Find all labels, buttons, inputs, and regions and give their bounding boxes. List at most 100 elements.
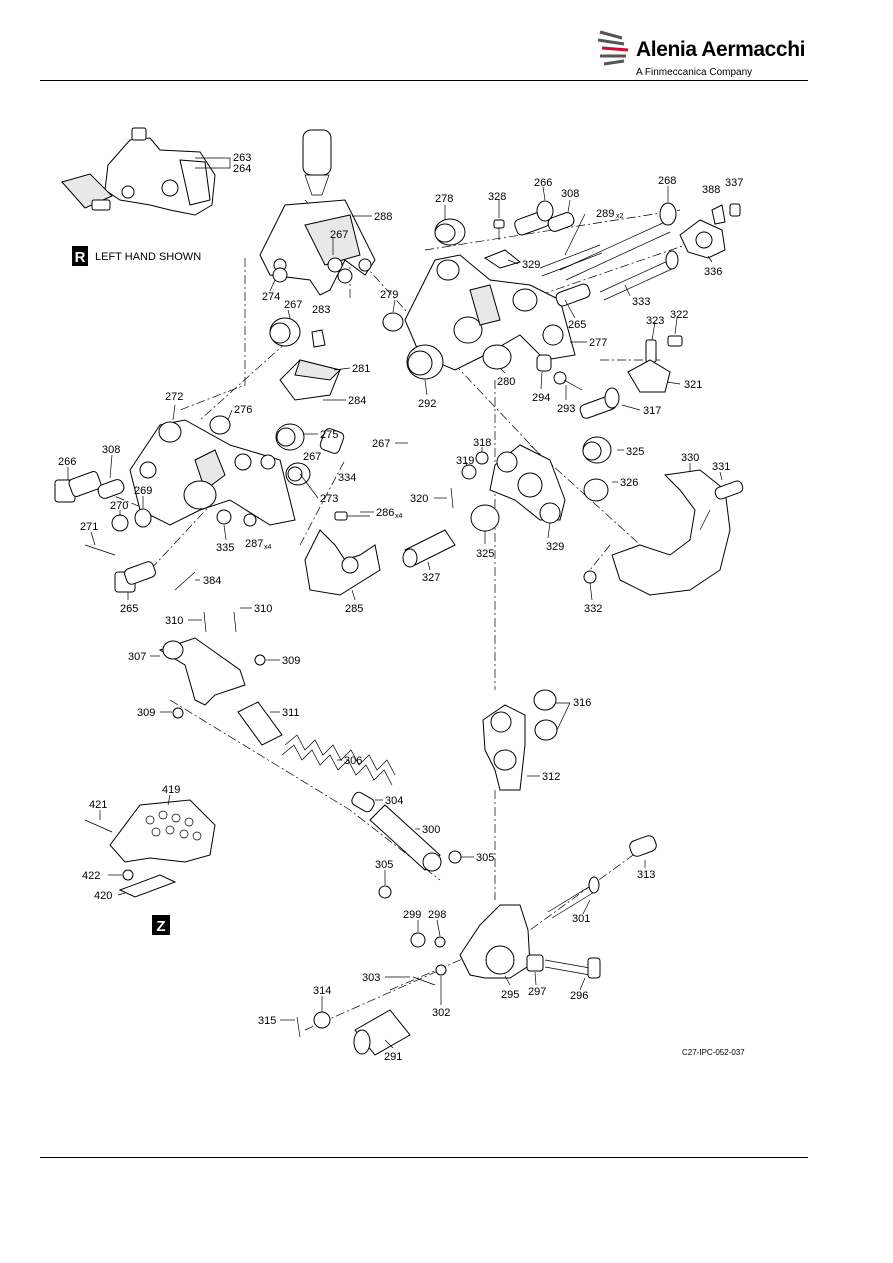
washer-309-left [172,707,184,719]
alenia-swoosh-logo-icon [597,30,629,66]
callout-286-qty: x4 [395,513,403,520]
pin-421 [84,819,113,833]
inset-assembly-263 [61,127,216,216]
callout-299: 299 [403,909,421,921]
callout-270: 270 [110,500,128,512]
callout-263: 263 [233,152,251,164]
callout-421: 421 [89,799,107,811]
callout-264: 264 [233,163,251,175]
callout-384: 384 [203,575,221,587]
callout-273: 273 [320,493,338,505]
callout-334: 334 [338,472,356,484]
badge-z-text: Z [156,918,165,935]
nut-422 [122,869,134,881]
callout-329-mid: 329 [546,541,564,553]
callout-271: 271 [80,521,98,533]
callout-318: 318 [473,437,491,449]
spacer-327 [402,529,456,568]
callout-332: 332 [584,603,602,615]
callout-420: 420 [94,890,112,902]
callout-267-bushing: 267 [284,299,302,311]
leader-lines [67,157,723,1049]
pin-334 [319,428,345,454]
note-left-hand-shown: R LEFT HAND SHOWN [72,246,201,266]
callout-287: 287 [245,538,263,550]
bushing-280 [482,344,512,370]
callout-288: 288 [374,211,392,223]
bracket-288 [259,129,376,296]
callout-labels: 263 264 288 267 274 267 283 281 284 272 … [58,152,743,1063]
washer-314 [313,1011,331,1029]
callout-265-right: 265 [568,319,586,331]
callout-297: 297 [528,986,546,998]
washer-302 [435,964,447,976]
left-hand-shown-text: LEFT HAND SHOWN [95,251,201,263]
bolt-293 [553,371,583,391]
shaft-268 [559,202,677,281]
rod-300 [369,804,442,872]
bushing-279 [382,312,404,332]
bushing-267 [269,317,301,347]
callout-317: 317 [643,405,661,417]
callout-388: 388 [702,184,720,196]
callout-268: 268 [658,175,676,187]
bolt-301 [547,876,600,919]
cotter-271 [84,544,116,556]
callout-280: 280 [497,376,515,388]
callout-293: 293 [557,403,575,415]
nut-270 [111,514,129,532]
bracket-294 [536,354,552,372]
bolt-289 [539,244,603,277]
callout-277: 277 [589,337,607,349]
company-logo: Alenia Aermacchi A Finmeccanica Company [596,22,805,82]
callout-316: 316 [573,697,591,709]
clip-283 [311,329,326,348]
inset-cover-419 [109,799,216,863]
callout-313: 313 [637,869,655,881]
nut-305-right [448,850,462,864]
gear-267-lower [260,454,276,470]
note-view-z: Z [152,915,170,935]
cover-336 [679,219,726,259]
bushing-313 [629,835,657,857]
wedge-281 [279,359,341,401]
lever-312 [482,704,526,791]
housing-272 [129,419,296,526]
bolt-266-left [54,471,102,503]
cotter-310-right [233,611,237,633]
callout-267-lower: 267 [303,451,321,463]
callout-289: 289 [596,208,614,220]
callout-330: 330 [681,452,699,464]
badge-r [72,246,88,266]
plate-329-top [483,249,522,269]
callout-308-right: 308 [561,188,579,200]
callout-298: 298 [428,909,446,921]
callout-309-left: 309 [137,707,155,719]
bushing-273 [285,462,311,486]
callout-336: 336 [704,266,722,278]
callout-269: 269 [134,485,152,497]
callout-283: 283 [312,304,330,316]
callout-307: 307 [128,651,146,663]
callout-285: 285 [345,603,363,615]
callout-289-qty: x2 [616,213,624,220]
washer-318 [475,451,489,465]
screw-384 [174,571,196,591]
callout-329-top: 329 [522,259,540,271]
callout-267-top: 267 [330,229,348,241]
pin-328 [493,219,505,240]
callout-314: 314 [313,985,331,997]
badge-r-text: R [75,249,86,266]
screw-286 [334,511,370,521]
cotter-310-left [203,611,207,633]
nut-319 [461,464,477,480]
pin-308-right [547,212,575,232]
bushing-304 [351,791,375,813]
yoke-307 [158,637,246,706]
callout-294: 294 [532,392,550,404]
bushing-275 [275,423,305,451]
bushing-276 [209,415,231,435]
callout-306: 306 [344,755,362,767]
bolt-265-left [114,561,156,593]
callout-327: 327 [422,572,440,584]
